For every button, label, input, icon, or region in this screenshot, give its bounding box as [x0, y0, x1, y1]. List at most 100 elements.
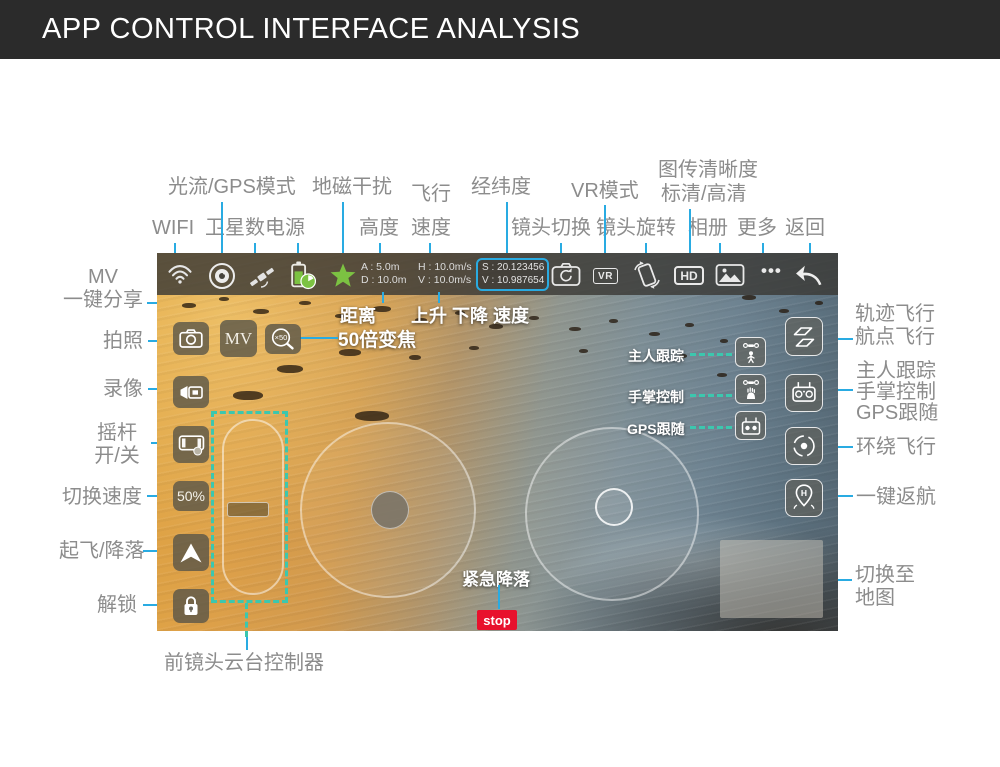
return-home-button[interactable]: H [785, 479, 823, 517]
right-joystick[interactable] [525, 427, 699, 601]
boat [469, 346, 479, 350]
annotation-flight-speed-line2: 速度 [411, 217, 451, 239]
boat [609, 319, 618, 323]
annotation-optical-flow-gps: 光流/GPS模式 [168, 176, 296, 198]
svg-text:H: H [801, 488, 807, 498]
dashed-pointer [690, 426, 732, 429]
hd-quality-badge[interactable]: HD [674, 266, 704, 285]
annotation-switch-to-map: 切换至 地图 [855, 564, 915, 610]
boat [355, 411, 389, 421]
boat [649, 332, 660, 336]
annotation-transmission-quality: 图传清晰度 [658, 159, 758, 181]
callout-line [762, 243, 764, 260]
emergency-stop-button[interactable]: stop [477, 610, 517, 630]
annotation-latlong: 经纬度 [471, 176, 531, 198]
boat [182, 303, 196, 308]
more-menu-icon[interactable]: ••• [761, 261, 782, 280]
drone-person-icon [742, 342, 759, 364]
altitude-value: A : 5.0m [361, 261, 400, 273]
annotation-album: 相册 [688, 217, 728, 239]
annotation-altitude: 高度 [359, 217, 399, 239]
overlay-master-follow-label: 主人跟踪 [628, 348, 684, 364]
palm-control-button[interactable] [735, 374, 766, 404]
gimbal-slider-knob[interactable] [227, 502, 269, 517]
boat [742, 295, 756, 300]
annotation-unlock: 解锁 [97, 594, 137, 616]
boat [720, 339, 728, 343]
controller-icon [792, 382, 816, 402]
annotation-photo: 拍照 [103, 330, 143, 352]
vr-mode-badge[interactable]: VR [593, 268, 618, 284]
callout-line [379, 243, 381, 260]
zoom-50x-button[interactable]: ×50 [265, 324, 301, 354]
boat [569, 327, 581, 331]
callout-line [254, 243, 256, 260]
overlay-distance-label: 距离 [340, 306, 376, 326]
annotation-flight-speed-line1: 飞行 [411, 183, 451, 205]
video-camera-icon [180, 385, 203, 399]
overlay-updown-speed-label: 上升 下降 速度 [411, 306, 530, 326]
speed-readout: H : 10.0m/s V : 10.0m/s [418, 261, 472, 287]
gimbal-slider-track[interactable] [222, 419, 284, 595]
compass-star-icon [329, 262, 357, 290]
boat [815, 301, 823, 305]
unlock-button[interactable] [173, 589, 209, 623]
callout-line [809, 243, 811, 260]
magnifier-icon: ×50 [271, 328, 294, 350]
orbit-flight-button[interactable] [785, 427, 823, 465]
mv-share-button[interactable]: MV [220, 320, 257, 357]
callout-line [828, 338, 853, 340]
annotation-takeoff-land: 起飞/降落 [59, 540, 145, 562]
master-follow-button[interactable] [735, 337, 766, 367]
speed-switch-button[interactable]: 50% [173, 481, 209, 511]
annotation-one-key-share: 一键分享 [63, 289, 143, 311]
takeoff-land-button[interactable] [173, 534, 209, 571]
annotation-sd-hd: 标清/高清 [661, 183, 747, 205]
dashed-pointer [245, 603, 248, 637]
annotation-mv-share: MV 一键分享 [60, 266, 146, 312]
map-preview-thumbnail[interactable] [720, 540, 823, 618]
svg-text:×50: ×50 [275, 333, 288, 342]
camera-icon [179, 329, 203, 348]
annotation-map: 地图 [855, 587, 895, 609]
back-arrow-icon[interactable] [795, 262, 824, 287]
callout-line [382, 292, 384, 303]
left-joystick-knob[interactable] [371, 491, 409, 529]
annotation-speed-switch: 切换速度 [62, 486, 142, 508]
boat [277, 365, 303, 373]
lens-switch-icon[interactable] [551, 262, 581, 287]
gps-follow-button[interactable] [735, 411, 766, 440]
callout-line [828, 495, 853, 497]
callout-line [828, 389, 853, 391]
follow-modes-button[interactable] [785, 374, 823, 412]
boat [373, 306, 391, 312]
right-joystick-knob[interactable] [595, 488, 633, 526]
app-screenshot: A : 5.0m D : 10.0m H : 10.0m/s V : 10.0m… [157, 253, 838, 631]
stick-toggle-button[interactable] [173, 426, 209, 463]
album-icon[interactable] [715, 263, 745, 287]
remote-icon [741, 417, 760, 435]
annotation-orbit-flight: 环绕飞行 [856, 436, 936, 458]
boat [299, 301, 311, 305]
annotation-back: 返回 [785, 217, 825, 239]
annotation-track-flight: 轨迹飞行 [855, 303, 935, 325]
overlay-zoom-label: 50倍变焦 [338, 330, 417, 351]
callout-line [604, 205, 606, 260]
take-photo-button[interactable] [173, 322, 209, 355]
annotation-switch-to: 切换至 [855, 564, 915, 586]
callout-line [828, 446, 853, 448]
lens-rotate-icon[interactable] [631, 260, 663, 290]
annotation-lens-rotate: 镜头旋转 [596, 217, 676, 239]
virtual-stick-icon [178, 435, 204, 456]
boat [219, 297, 229, 301]
gimbal-selection-box [211, 411, 288, 603]
annotation-more: 更多 [737, 217, 777, 239]
status-bar: A : 5.0m D : 10.0m H : 10.0m/s V : 10.0m… [157, 253, 838, 295]
callout-line [429, 243, 431, 260]
boat [455, 311, 465, 315]
annotation-gps-follow: GPS跟随 [856, 402, 939, 424]
track-flight-button[interactable] [785, 317, 823, 356]
record-video-button[interactable] [173, 376, 209, 408]
callout-line [689, 209, 691, 260]
overlay-gps-follow-label: GPS跟随 [627, 421, 685, 437]
